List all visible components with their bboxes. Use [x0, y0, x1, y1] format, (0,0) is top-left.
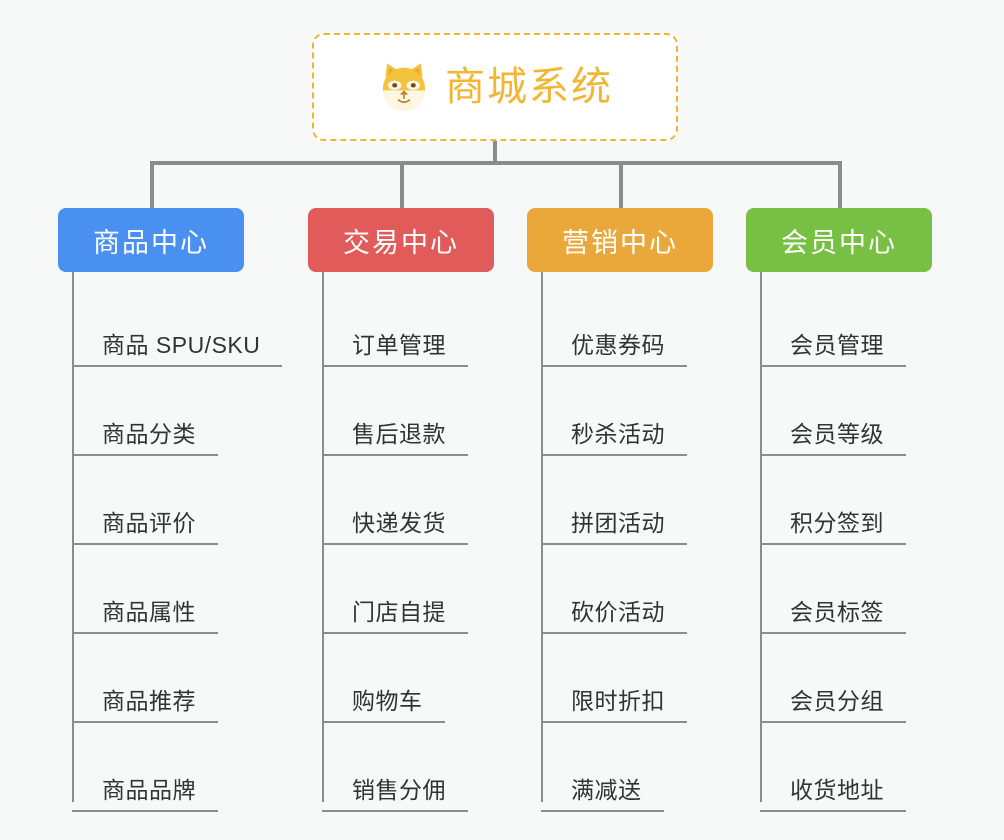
leaf-label: 积分签到 — [790, 510, 884, 536]
leaf-item[interactable]: 商品推荐 — [58, 634, 244, 723]
leaf-label: 商品 SPU/SKU — [102, 332, 261, 358]
leaf-item[interactable]: 收货地址 — [746, 723, 932, 812]
root-title: 商城系统 — [445, 65, 613, 109]
branch-column-1: 商品中心 商品 SPU/SKU 商品分类 商品评价 商品属性 商品推荐 商品品牌 — [58, 208, 283, 812]
leaf-label: 商品推荐 — [102, 688, 196, 714]
category-label-3: 营销中心 — [562, 227, 678, 258]
category-header-4[interactable]: 会员中心 — [746, 208, 932, 272]
leaf-rail-4 — [760, 272, 762, 802]
leaf-label: 门店自提 — [352, 599, 446, 625]
leaf-item[interactable]: 销售分佣 — [308, 723, 494, 812]
leaf-label: 限时折扣 — [571, 688, 665, 714]
connector-drop-4 — [838, 161, 842, 209]
leaf-item[interactable]: 积分签到 — [746, 456, 932, 545]
leaf-rail-3 — [541, 272, 543, 802]
leaf-item[interactable]: 会员标签 — [746, 545, 932, 634]
leaf-item[interactable]: 砍价活动 — [527, 545, 713, 634]
leaf-item[interactable]: 门店自提 — [308, 545, 494, 634]
leaf-label: 会员标签 — [790, 599, 884, 625]
leaf-item[interactable]: 商品属性 — [58, 545, 244, 634]
category-label-4: 会员中心 — [781, 227, 897, 258]
leaf-label: 售后退款 — [352, 421, 446, 447]
leaf-label: 会员等级 — [790, 421, 884, 447]
connector-drop-2 — [400, 161, 404, 209]
leaf-item[interactable]: 会员管理 — [746, 278, 932, 367]
category-label-1: 商品中心 — [93, 227, 209, 258]
branch-column-4: 会员中心 会员管理 会员等级 积分签到 会员标签 会员分组 收货地址 — [746, 208, 932, 812]
category-label-2: 交易中心 — [343, 227, 459, 258]
leaf-label: 优惠券码 — [571, 332, 665, 358]
leaf-label: 拼团活动 — [571, 510, 665, 536]
leaf-label: 秒杀活动 — [571, 421, 665, 447]
leaf-label: 会员管理 — [790, 332, 884, 358]
leaf-label: 商品属性 — [102, 599, 196, 625]
leaf-rail-2 — [322, 272, 324, 802]
leaf-label: 满减送 — [571, 777, 642, 803]
leaf-item[interactable]: 商品评价 — [58, 456, 244, 545]
leaf-item[interactable]: 商品分类 — [58, 367, 244, 456]
leaf-label: 会员分组 — [790, 688, 884, 714]
connector-drop-3 — [619, 161, 623, 209]
leaf-label: 商品分类 — [102, 421, 196, 447]
leaf-label: 销售分佣 — [352, 777, 446, 803]
connector-bus — [150, 161, 842, 165]
leaf-label: 商品评价 — [102, 510, 196, 536]
shiba-dog-icon — [377, 60, 431, 114]
leaf-item[interactable]: 满减送 — [527, 723, 713, 812]
leaf-item[interactable]: 会员等级 — [746, 367, 932, 456]
leaf-item[interactable]: 秒杀活动 — [527, 367, 713, 456]
category-header-1[interactable]: 商品中心 — [58, 208, 244, 272]
leaf-item[interactable]: 商品 SPU/SKU — [58, 278, 283, 367]
leaf-list-4: 会员管理 会员等级 积分签到 会员标签 会员分组 收货地址 — [746, 272, 932, 812]
leaf-item[interactable]: 售后退款 — [308, 367, 494, 456]
leaf-item[interactable]: 订单管理 — [308, 278, 494, 367]
leaf-list-2: 订单管理 售后退款 快递发货 门店自提 购物车 销售分佣 — [308, 272, 494, 812]
leaf-item[interactable]: 购物车 — [308, 634, 494, 723]
connector-drop-1 — [150, 161, 154, 209]
leaf-item[interactable]: 商品品牌 — [58, 723, 244, 812]
leaf-label: 订单管理 — [352, 332, 446, 358]
leaf-list-3: 优惠券码 秒杀活动 拼团活动 砍价活动 限时折扣 满减送 — [527, 272, 713, 812]
leaf-label: 快递发货 — [352, 510, 446, 536]
leaf-label: 商品品牌 — [102, 777, 196, 803]
leaf-list-1: 商品 SPU/SKU 商品分类 商品评价 商品属性 商品推荐 商品品牌 — [58, 272, 283, 812]
connector-stem — [493, 141, 497, 163]
category-header-3[interactable]: 营销中心 — [527, 208, 713, 272]
leaf-rail-1 — [72, 272, 74, 802]
leaf-item[interactable]: 拼团活动 — [527, 456, 713, 545]
leaf-label: 购物车 — [352, 688, 423, 714]
leaf-item[interactable]: 优惠券码 — [527, 278, 713, 367]
branch-column-3: 营销中心 优惠券码 秒杀活动 拼团活动 砍价活动 限时折扣 满减送 — [527, 208, 713, 812]
leaf-label: 收货地址 — [790, 777, 884, 803]
leaf-item[interactable]: 会员分组 — [746, 634, 932, 723]
root-node[interactable]: 商城系统 — [312, 33, 678, 141]
branch-column-2: 交易中心 订单管理 售后退款 快递发货 门店自提 购物车 销售分佣 — [308, 208, 494, 812]
leaf-item[interactable]: 限时折扣 — [527, 634, 713, 723]
leaf-label: 砍价活动 — [571, 599, 665, 625]
category-header-2[interactable]: 交易中心 — [308, 208, 494, 272]
leaf-item[interactable]: 快递发货 — [308, 456, 494, 545]
